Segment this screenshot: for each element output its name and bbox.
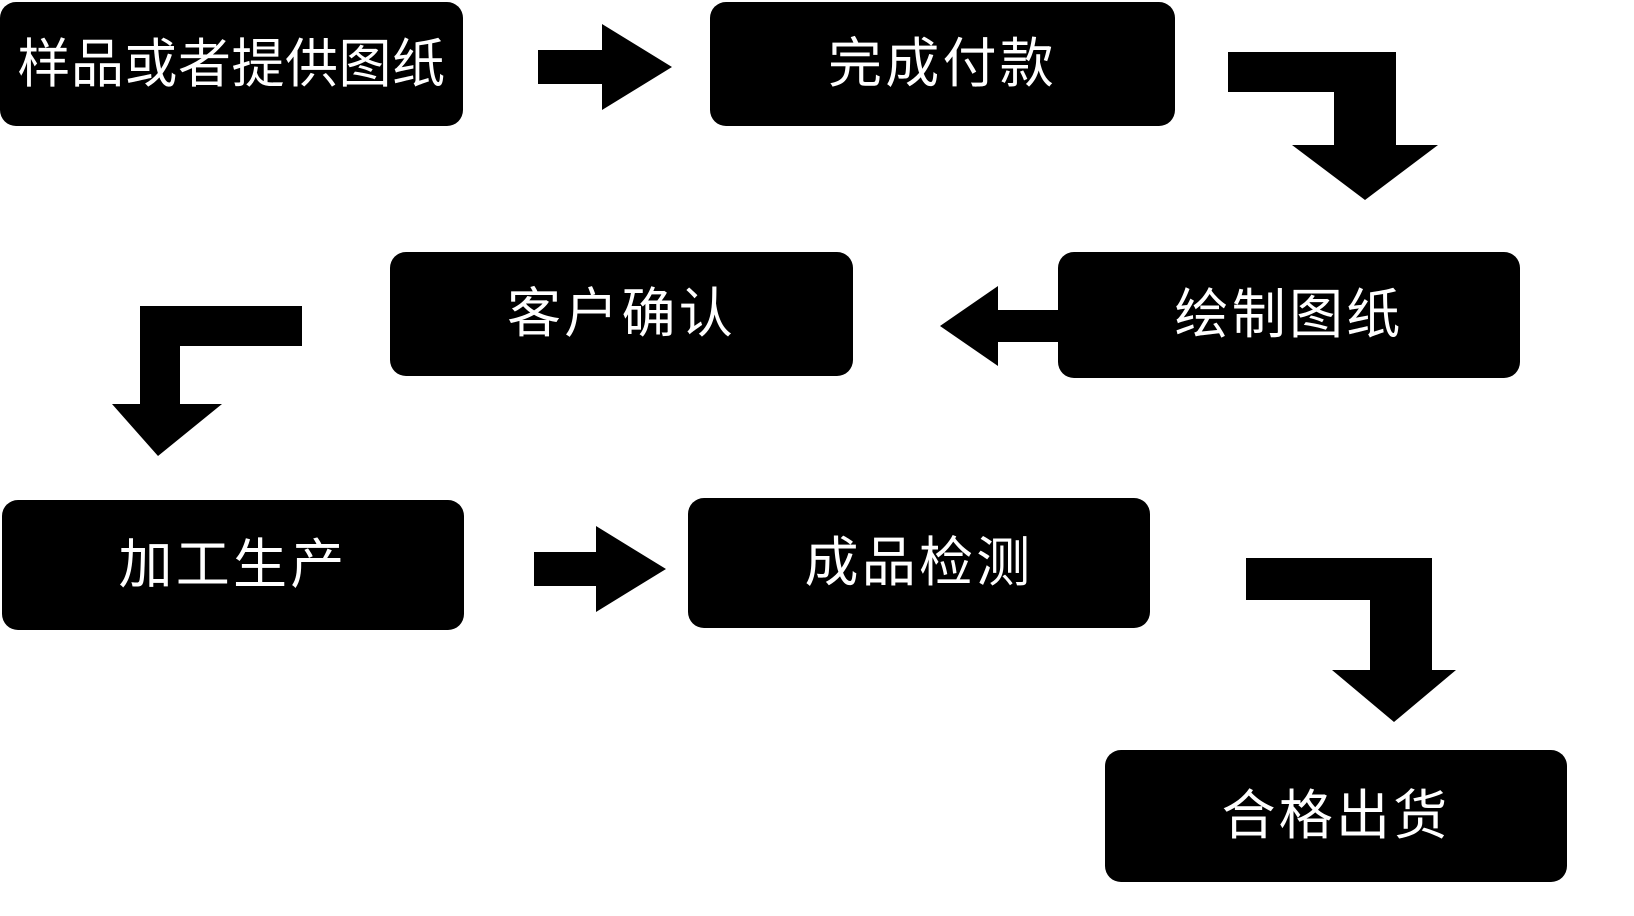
node-customer-confirm-label: 客户确认 <box>507 282 736 345</box>
node-draw-drawing[interactable]: 绘制图纸 <box>1058 252 1520 378</box>
node-sample-or-drawing-label: 样品或者提供图纸 <box>17 33 446 95</box>
node-qualified-shipment-label: 合格出货 <box>1221 784 1451 847</box>
node-processing-production-label: 加工生产 <box>118 533 348 596</box>
arrow-confirm-to-production <box>112 292 302 456</box>
node-finished-inspection[interactable]: 成品检测 <box>688 498 1150 628</box>
arrow-payment-to-drawing <box>1228 40 1438 200</box>
node-qualified-shipment[interactable]: 合格出货 <box>1105 750 1567 882</box>
node-sample-or-drawing[interactable]: 样品或者提供图纸 <box>0 2 463 126</box>
node-draw-drawing-label: 绘制图纸 <box>1174 283 1404 346</box>
arrow-drawing-to-confirm <box>940 286 1058 366</box>
node-finished-inspection-label: 成品检测 <box>804 531 1034 594</box>
node-customer-confirm[interactable]: 客户确认 <box>390 252 853 376</box>
node-processing-production[interactable]: 加工生产 <box>2 500 464 630</box>
node-complete-payment[interactable]: 完成付款 <box>710 2 1175 126</box>
node-complete-payment-label: 完成付款 <box>828 32 1057 95</box>
arrow-production-to-inspection <box>534 526 666 612</box>
arrow-sample-to-payment <box>538 24 672 110</box>
arrow-inspection-to-shipment <box>1246 542 1456 722</box>
